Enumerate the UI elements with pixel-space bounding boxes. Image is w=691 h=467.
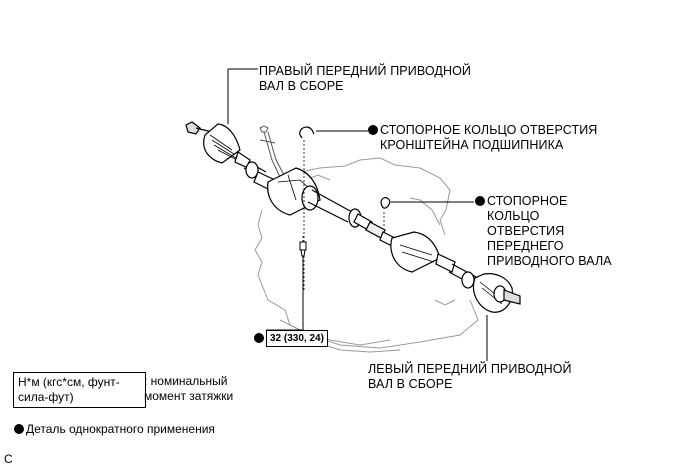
left-outer-cv-joint: [472, 273, 521, 313]
non-reusable-marker-icon: [368, 125, 378, 135]
right-shaft-label: ПРАВЫЙ ПЕРЕДНИЙ ПРИВОДНОЙ ВАЛ В СБОРЕ: [259, 64, 471, 94]
non-reusable-marker-icon: [254, 333, 264, 343]
shaft-ring-label-line4: ПЕРЕДНЕГО: [487, 239, 564, 253]
figure-code: C: [4, 452, 13, 466]
right-shaft-label-line2: ВАЛ В СБОРЕ: [259, 79, 344, 93]
leader-right-shaft: [227, 68, 258, 124]
torque-unit-legend-box: Н*м (кгс*см, фунт- сила-фут): [13, 372, 146, 408]
bearing-bracket-snap-ring: [299, 126, 315, 139]
left-inner-cv-joint: [390, 231, 479, 289]
bracket-ring-label-line1: СТОПОРНОЕ КОЛЬЦО ОТВЕРСТИЯ: [380, 123, 598, 137]
non-reusable-legend-label: Деталь однократного применения: [26, 422, 215, 436]
desc-line2: момент затяжки: [144, 389, 234, 403]
left-shaft-label-line2: ВАЛ В СБОРЕ: [368, 377, 453, 391]
right-shaft-body: [253, 167, 396, 247]
unit-line2: сила-фут): [18, 390, 74, 404]
front-shaft-snap-ring-label: СТОПОРНОЕ КОЛЬЦО ОТВЕРСТИЯ ПЕРЕДНЕГО ПРИ…: [475, 194, 612, 269]
shaft-ring-label-line2: КОЛЬЦО: [487, 209, 540, 223]
front-shaft-snap-ring: [380, 197, 391, 209]
shaft-ring-label-line1: СТОПОРНОЕ: [487, 194, 568, 208]
torque-spec-box: 32 (330, 24): [266, 330, 328, 347]
right-outer-cv-joint: [185, 121, 267, 179]
non-reusable-marker-icon: [475, 196, 485, 206]
bracket-ring-label-line2: КРОНШТЕЙНА ПОДШИПНИКА: [380, 138, 564, 152]
left-shaft-label: ЛЕВЫЙ ПЕРЕДНИЙ ПРИВОДНОЙ ВАЛ В СБОРЕ: [368, 362, 572, 392]
non-reusable-legend: Деталь однократного применения: [14, 422, 215, 437]
shaft-ring-label-line5: ПРИВОДНОГО ВАЛА: [487, 254, 612, 268]
torque-legend-description: : номинальный момент затяжки: [144, 374, 233, 404]
non-reusable-marker-icon: [14, 424, 24, 434]
bearing-bracket-snap-ring-label: СТОПОРНОЕ КОЛЬЦО ОТВЕРСТИЯ КРОНШТЕЙНА ПО…: [368, 123, 597, 153]
left-shaft-label-line1: ЛЕВЫЙ ПЕРЕДНИЙ ПРИВОДНОЙ: [368, 362, 572, 376]
leader-torque: [266, 256, 304, 331]
bearing-bracket-bolt: [299, 241, 307, 257]
unit-line1: Н*м (кгс*см, фунт-: [18, 375, 120, 389]
shaft-ring-label-line3: ОТВЕРСТИЯ: [487, 224, 565, 238]
right-shaft-label-line1: ПРАВЫЙ ПЕРЕДНИЙ ПРИВОДНОЙ: [259, 64, 471, 78]
torque-value: 32 (330, 24): [270, 333, 324, 344]
desc-line1: : номинальный: [144, 374, 228, 388]
